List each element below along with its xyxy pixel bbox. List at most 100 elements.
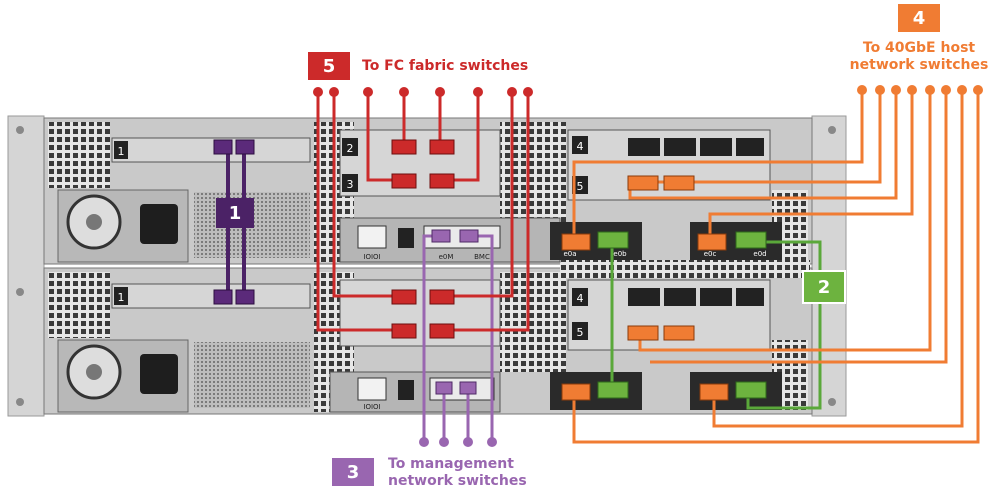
fc-port (391, 289, 417, 305)
cable-end (891, 85, 901, 95)
port-label: e0b (613, 250, 627, 258)
ha-port (213, 289, 233, 305)
rack-screw (16, 398, 24, 406)
cable-end (875, 85, 885, 95)
callout-number: 4 (912, 7, 926, 29)
cluster-port (597, 231, 629, 249)
port-label: e0M (439, 253, 454, 261)
slot-number: 5 (577, 180, 584, 193)
callout-number: 5 (322, 55, 336, 77)
port-label: e0a (563, 250, 576, 258)
callout-3-badge: 3 (332, 458, 374, 486)
slot-1-top (111, 137, 311, 163)
port-label: BMC (474, 253, 490, 261)
vent-top-left (48, 122, 110, 188)
cable-end (463, 437, 473, 447)
caption-line: To FC fabric switches (362, 58, 529, 74)
power-inlet (140, 204, 178, 244)
right-rack-ear (811, 115, 847, 417)
host-port (663, 175, 695, 191)
host-port (627, 175, 659, 191)
slot-number: 4 (577, 140, 584, 153)
ha-port (235, 289, 255, 305)
caption-line: To 40GbE host (862, 40, 976, 56)
caption-line: network switches (388, 473, 527, 489)
callout-3-caption: To management network switches (388, 456, 527, 490)
port-label: e0c (704, 250, 717, 258)
slot-number: 5 (577, 326, 584, 339)
callout-2-badge: 2 (802, 270, 846, 304)
host-port (561, 383, 591, 401)
slot-label-box (572, 136, 588, 154)
qsfp-cage (628, 288, 660, 306)
cable-end (439, 437, 449, 447)
mgmt-port-plug (459, 229, 479, 243)
qsfp-cage (628, 138, 660, 156)
qsfp-cage (664, 288, 696, 306)
host-port (663, 325, 695, 341)
slot-label-box (572, 176, 588, 194)
qsfp-cage (700, 288, 732, 306)
host-port (627, 325, 659, 341)
rack-screw (16, 288, 24, 296)
cable-end (487, 437, 497, 447)
mgmt-port-plug (435, 381, 453, 395)
qsfp-cage (700, 138, 732, 156)
slot-label-box (572, 322, 588, 340)
callout-4-caption: To 40GbE host network switches (842, 40, 996, 74)
fc-cables (316, 94, 530, 332)
cable-end (329, 87, 339, 97)
vent-bot-midright (500, 272, 566, 372)
slot-1-top-label-box (114, 141, 128, 159)
qsfp-cage (664, 138, 696, 156)
port-label: IOIOI (363, 403, 380, 411)
console-port (357, 377, 387, 401)
usb-port (398, 228, 414, 248)
slot-1-bottom-label-box (114, 287, 128, 305)
cable-end (399, 87, 409, 97)
slot-number: 4 (577, 292, 584, 305)
vent-top-midright (500, 122, 566, 222)
power-inlet (140, 354, 178, 394)
cable-end (857, 85, 867, 95)
fc-port (391, 323, 417, 339)
cable-end (925, 85, 935, 95)
fc-port (391, 139, 417, 155)
rack-screw (16, 126, 24, 134)
rack-screw (828, 126, 836, 134)
slot-label-box (342, 138, 358, 156)
rack-screw (828, 398, 836, 406)
cluster-port (735, 231, 767, 249)
cable-end (363, 87, 373, 97)
host-port (697, 233, 727, 251)
vent-center-band (560, 260, 810, 278)
slot-label-box (342, 174, 358, 192)
slot-number: 1 (118, 145, 125, 158)
qsfp-cage (736, 288, 764, 306)
callout-number: 1 (228, 202, 242, 224)
callout-number: 3 (346, 461, 360, 483)
fc-port (429, 139, 455, 155)
slot-label-box (572, 288, 588, 306)
fc-port (429, 323, 455, 339)
slot-2-3-top (339, 129, 501, 197)
slot-number: 3 (347, 178, 354, 191)
left-rack-ear (7, 115, 45, 417)
cable-end (907, 85, 917, 95)
qsfp-cage (736, 138, 764, 156)
ha-port (213, 139, 233, 155)
fc-port (429, 173, 455, 189)
cable-end (523, 87, 533, 97)
cable-end (313, 87, 323, 97)
callout-1-badge: 1 (216, 198, 254, 228)
ha-port (235, 139, 255, 155)
mgmt-port-plug (431, 229, 451, 243)
slot-2-3-bottom (339, 279, 501, 347)
caption-line: network switches (849, 57, 989, 73)
callout-4-badge: 4 (898, 4, 940, 32)
cable-end (435, 87, 445, 97)
caption-line: To management (388, 456, 514, 472)
usb-port (398, 380, 414, 400)
